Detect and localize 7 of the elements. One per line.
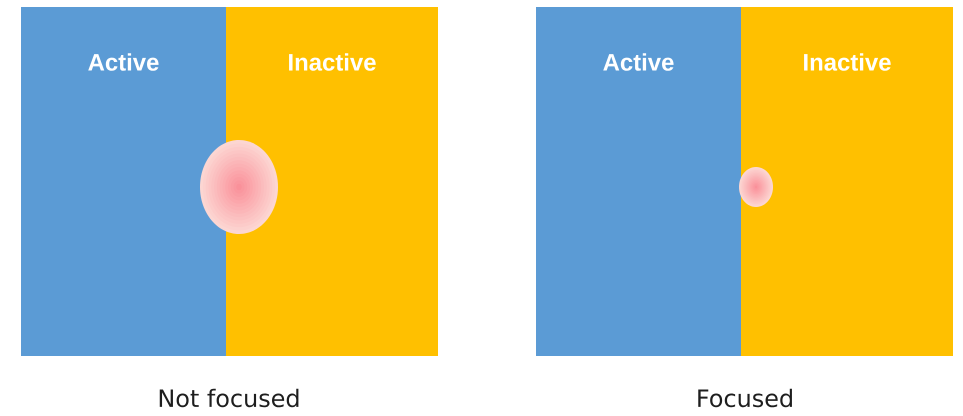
caption: Not focused: [160, 388, 298, 408]
band: Inactive: [741, 7, 953, 356]
focus-spot: [200, 140, 278, 234]
band: Active: [21, 7, 226, 356]
band: Inactive: [226, 7, 438, 356]
band: Active: [536, 7, 741, 356]
caption: Focused: [698, 388, 792, 408]
